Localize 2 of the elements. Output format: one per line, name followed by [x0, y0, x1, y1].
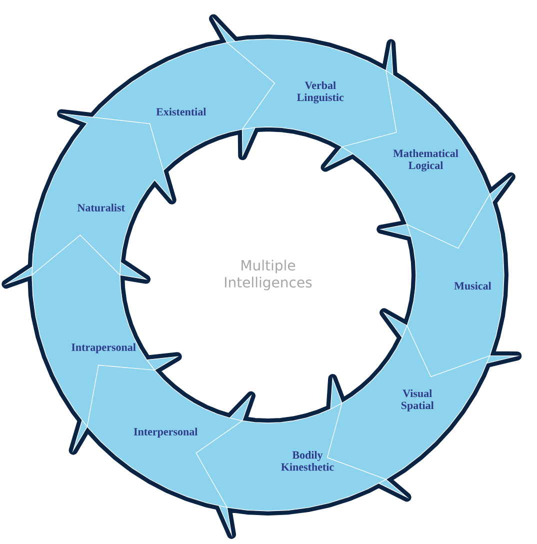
arrow-segment: Interpersonal — [72, 356, 244, 508]
center-text: Multiple Intelligences — [225, 260, 312, 290]
